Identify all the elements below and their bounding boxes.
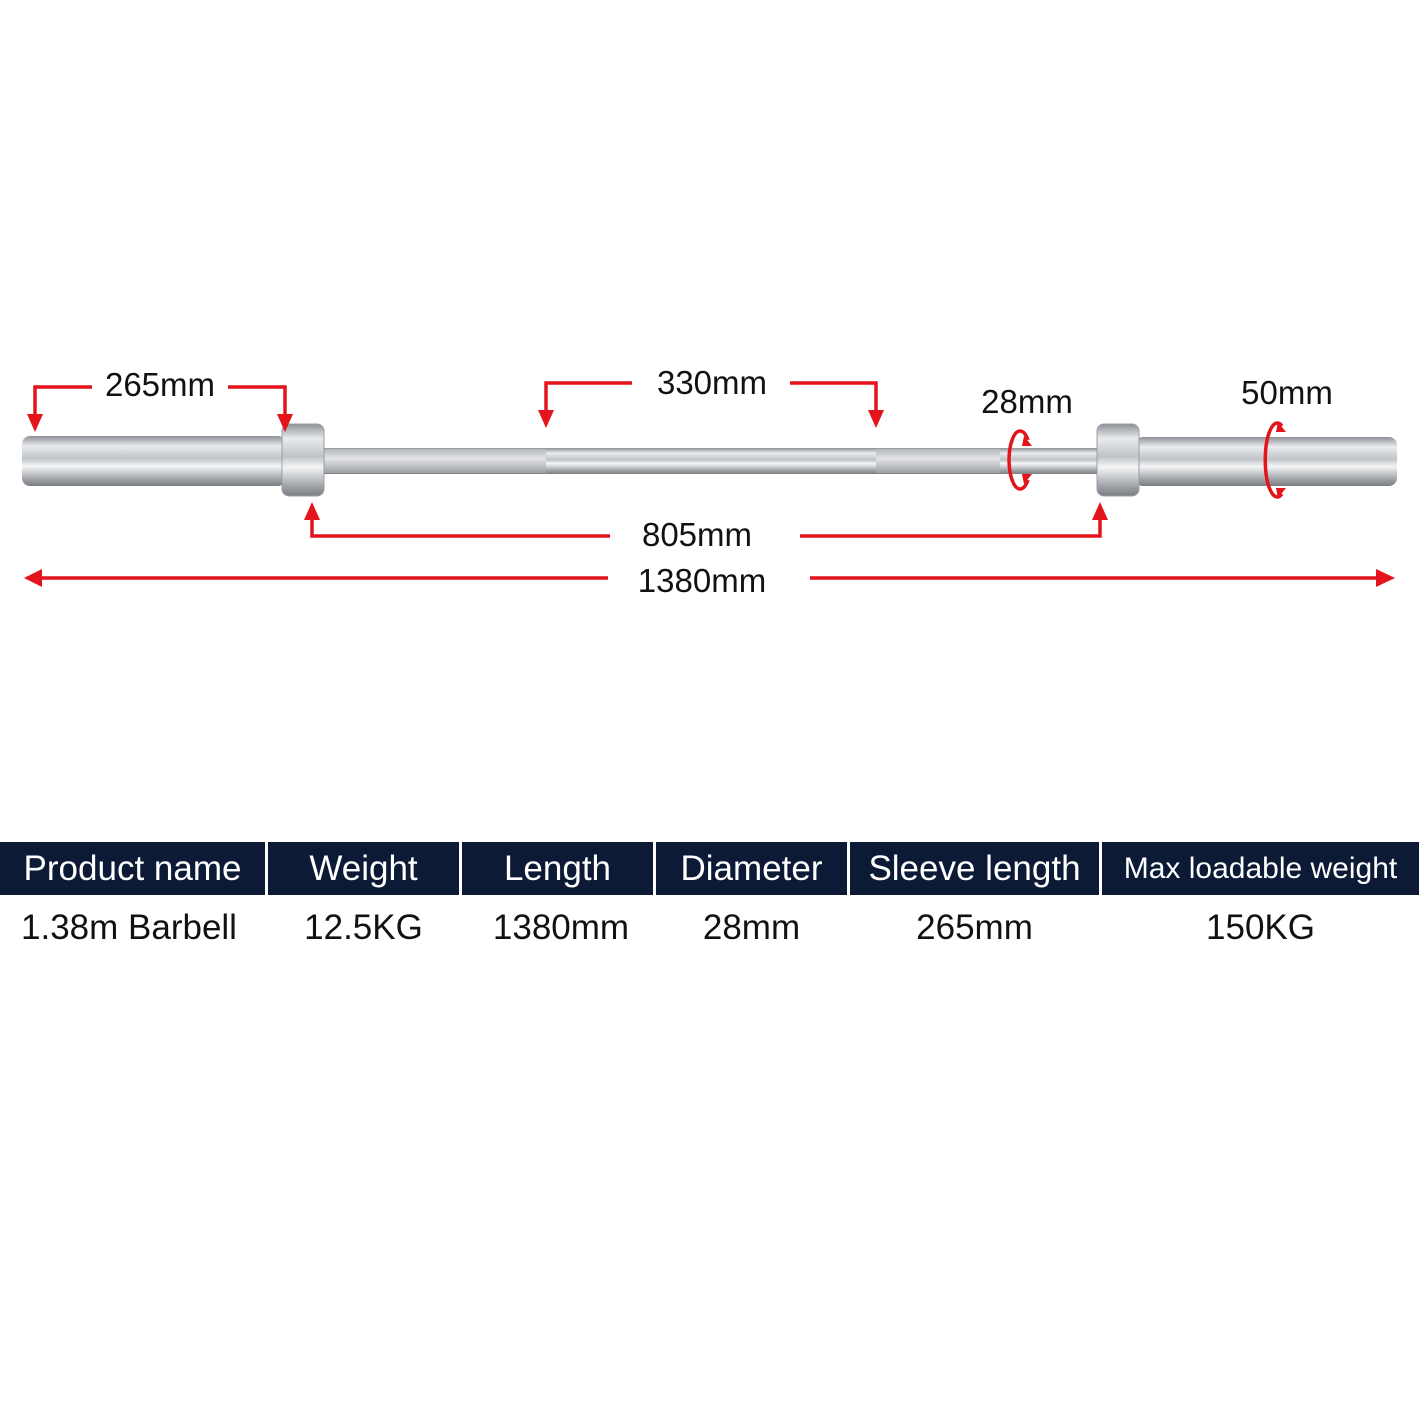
- spec-table: Product name Weight Length Diameter Slee…: [0, 842, 1419, 961]
- right-collar: [1096, 423, 1140, 497]
- cell-sleeve-length: 265mm: [916, 908, 1033, 947]
- table-header-row: Product name Weight Length Diameter Slee…: [0, 842, 1419, 895]
- shaft-diameter-label: 28mm: [981, 383, 1073, 420]
- left-sleeve: [22, 436, 286, 486]
- knurl-gap-label: 330mm: [657, 364, 767, 401]
- sleeve-diameter-label: 50mm: [1241, 374, 1333, 411]
- header-product-name: Product name: [0, 842, 265, 895]
- cell-length: 1380mm: [492, 908, 630, 947]
- header-length: Length: [462, 842, 653, 895]
- cell-diameter: 28mm: [702, 908, 801, 947]
- header-max-loadable-weight: Max loadable weight: [1102, 842, 1419, 895]
- dimension-arrows: [24, 381, 1395, 587]
- header-weight: Weight: [268, 842, 459, 895]
- inner-length-label: 805mm: [642, 516, 752, 553]
- cell-max-loadable-weight: 150KG: [1206, 908, 1315, 947]
- cell-product-name: 1.38m Barbell: [21, 908, 237, 947]
- total-length-label: 1380mm: [638, 562, 766, 599]
- left-knurling: [322, 449, 546, 473]
- barbell-diagram: 265mm 330mm 28mm 50mm 805mm 1380mm: [22, 364, 1397, 599]
- cell-weight: 12.5KG: [304, 908, 423, 947]
- sleeve-length-label: 265mm: [105, 366, 215, 403]
- barbell: [22, 423, 1397, 497]
- header-sleeve-length: Sleeve length: [850, 842, 1099, 895]
- left-collar: [281, 423, 325, 497]
- header-diameter: Diameter: [656, 842, 847, 895]
- table-row: 1.38m Barbell 12.5KG 1380mm 28mm 265mm 1…: [0, 895, 1419, 961]
- right-knurling: [876, 449, 1000, 473]
